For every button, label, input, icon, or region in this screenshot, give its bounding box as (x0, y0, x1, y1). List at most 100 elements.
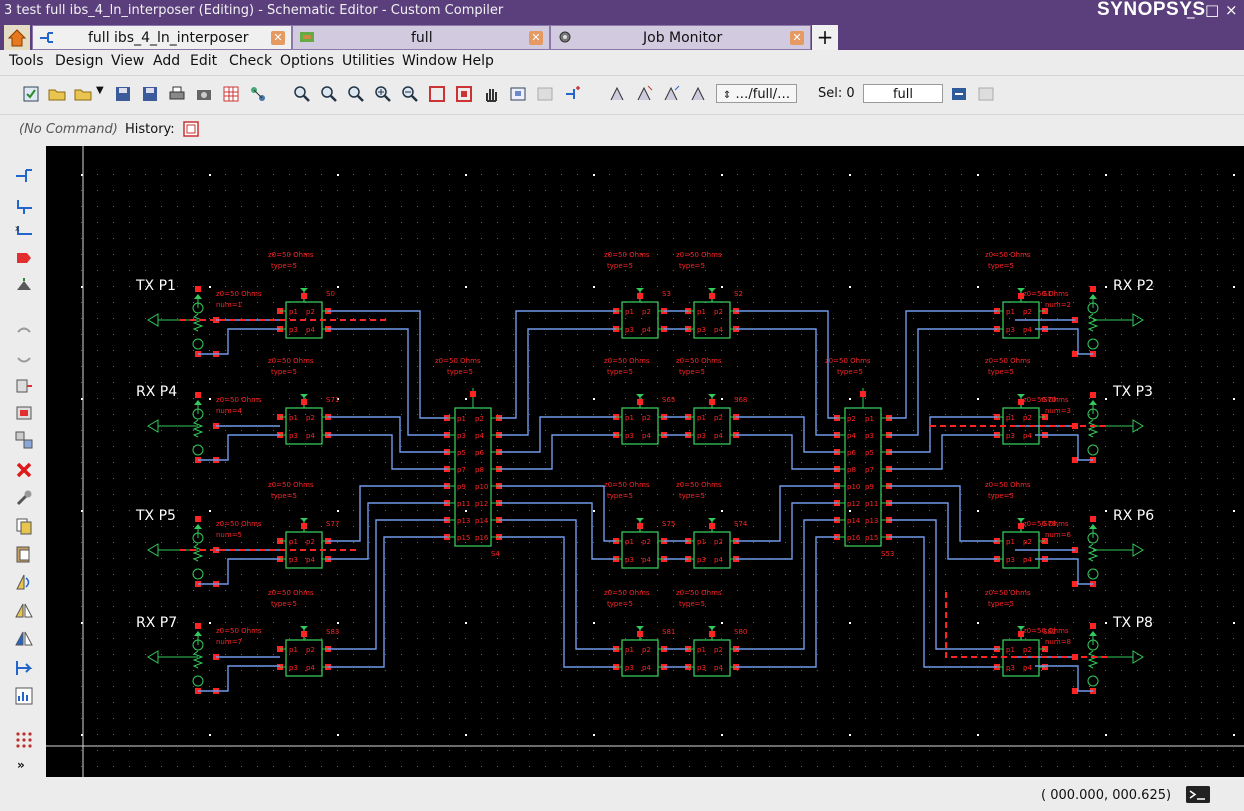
close-window-button[interactable]: × (1225, 1, 1238, 19)
descend-icon[interactable] (608, 85, 626, 103)
menu-window[interactable]: Window (402, 53, 458, 69)
grid-dot (881, 318, 882, 319)
grid-dot (513, 430, 514, 431)
pin-label: p2 (475, 415, 484, 423)
grid-dot (929, 510, 930, 511)
zoom-area-icon[interactable] (347, 85, 365, 103)
grid-dot (1121, 302, 1122, 303)
chevron-down-icon[interactable]: ▼ (96, 85, 104, 96)
flip-vertical-icon[interactable] (14, 628, 34, 648)
delete-icon[interactable] (14, 460, 34, 480)
add-pin-icon[interactable] (563, 85, 581, 103)
undo-icon[interactable] (14, 322, 34, 342)
grid-dot (129, 174, 130, 175)
viewport-disabled-icon[interactable] (536, 85, 554, 103)
wire (889, 536, 997, 668)
grid-dot (1057, 686, 1058, 687)
menu-utilities[interactable]: Utilities (342, 53, 395, 69)
history-icon[interactable] (183, 121, 199, 137)
add-bus-icon[interactable] (14, 196, 34, 216)
camera-icon[interactable] (195, 85, 213, 103)
home-button[interactable] (4, 25, 30, 50)
fit-view-icon[interactable] (428, 85, 446, 103)
zoom-out-icon[interactable] (401, 85, 419, 103)
grid-dot (753, 446, 754, 447)
grid-dot (289, 734, 290, 735)
menu-edit[interactable]: Edit (190, 53, 218, 69)
menu-help[interactable]: Help (462, 53, 494, 69)
print-icon[interactable] (168, 85, 186, 103)
save-as-icon[interactable] (141, 85, 159, 103)
maximize-button[interactable]: □ (1205, 1, 1220, 19)
hierarchy-icon[interactable] (249, 85, 267, 103)
grid-dot (465, 558, 466, 559)
grid-dots-icon[interactable] (14, 730, 34, 750)
paste-icon[interactable] (14, 544, 34, 564)
grid-dot (257, 718, 258, 719)
menu-check[interactable]: Check (229, 53, 273, 69)
grid-dot (177, 174, 178, 175)
zoom-select-icon[interactable] (293, 85, 311, 103)
grid-table-icon[interactable] (222, 85, 240, 103)
close-tab-icon[interactable]: ✕ (529, 31, 543, 45)
pop-up-icon[interactable] (662, 85, 680, 103)
add-box-icon[interactable] (14, 403, 34, 423)
tab-layout[interactable]: full ✕ (292, 25, 550, 50)
pin-terminal (470, 391, 476, 397)
add-wire-icon[interactable] (14, 166, 34, 186)
new-tab-button[interactable]: + (812, 25, 838, 50)
align-icon[interactable] (14, 658, 34, 678)
grid-dot (257, 350, 258, 351)
grid-dot (897, 510, 898, 511)
viewport-icon[interactable] (509, 85, 527, 103)
add-net-label-icon[interactable]: x (14, 222, 34, 242)
menu-tools[interactable]: Tools (9, 53, 44, 69)
view-name-field[interactable]: full (863, 84, 943, 103)
folder-open-icon[interactable] (48, 85, 66, 103)
properties-wrench-icon[interactable] (14, 488, 34, 508)
grid-dot (897, 270, 898, 271)
add-pin-icon[interactable] (14, 248, 34, 268)
fit-selection-icon[interactable] (455, 85, 473, 103)
zoom-fit-icon[interactable] (320, 85, 338, 103)
minimize-button[interactable]: _ (1187, 1, 1195, 19)
save-icon[interactable] (114, 85, 132, 103)
grid-dot (1057, 446, 1058, 447)
grid-dot (513, 350, 514, 351)
tab-job-monitor[interactable]: Job Monitor ✕ (550, 25, 811, 50)
grid-dot (577, 350, 578, 351)
grid-dot (977, 414, 978, 415)
close-tab-icon[interactable]: ✕ (790, 31, 804, 45)
terminal-icon[interactable] (1186, 786, 1210, 803)
add-instance-icon[interactable] (14, 276, 34, 296)
add-pin-right-icon[interactable] (14, 376, 34, 396)
grid-dot (993, 494, 994, 495)
folder-recent-icon[interactable] (74, 85, 92, 103)
grid-dot (689, 702, 690, 703)
menu-options[interactable]: Options (280, 53, 335, 69)
menu-design[interactable]: Design (55, 53, 104, 69)
group-icon[interactable] (14, 430, 34, 450)
view-disabled-icon[interactable] (977, 85, 995, 103)
menu-view[interactable]: View (111, 53, 145, 69)
close-tab-icon[interactable]: ✕ (271, 31, 285, 45)
return-icon[interactable] (689, 85, 707, 103)
wire (736, 485, 837, 542)
expand-chevron-icon[interactable]: » (17, 758, 25, 772)
rotate-icon[interactable] (14, 572, 34, 592)
grid-dot (273, 366, 274, 367)
hierarchy-path-field[interactable]: ⇕ …/full/… (716, 84, 797, 103)
redo-icon[interactable] (14, 348, 34, 368)
copy-icon[interactable] (14, 516, 34, 536)
flip-horizontal-icon[interactable] (14, 600, 34, 620)
chart-icon[interactable] (14, 686, 34, 706)
check-save-icon[interactable] (22, 85, 40, 103)
menu-add[interactable]: Add (153, 53, 181, 69)
pan-hand-icon[interactable] (482, 85, 500, 103)
push-into-icon[interactable] (635, 85, 653, 103)
open-view-icon[interactable] (950, 85, 968, 103)
tab-schematic[interactable]: full ibs_4_ln_interposer ✕ (32, 25, 292, 50)
zoom-in-icon[interactable] (374, 85, 392, 103)
